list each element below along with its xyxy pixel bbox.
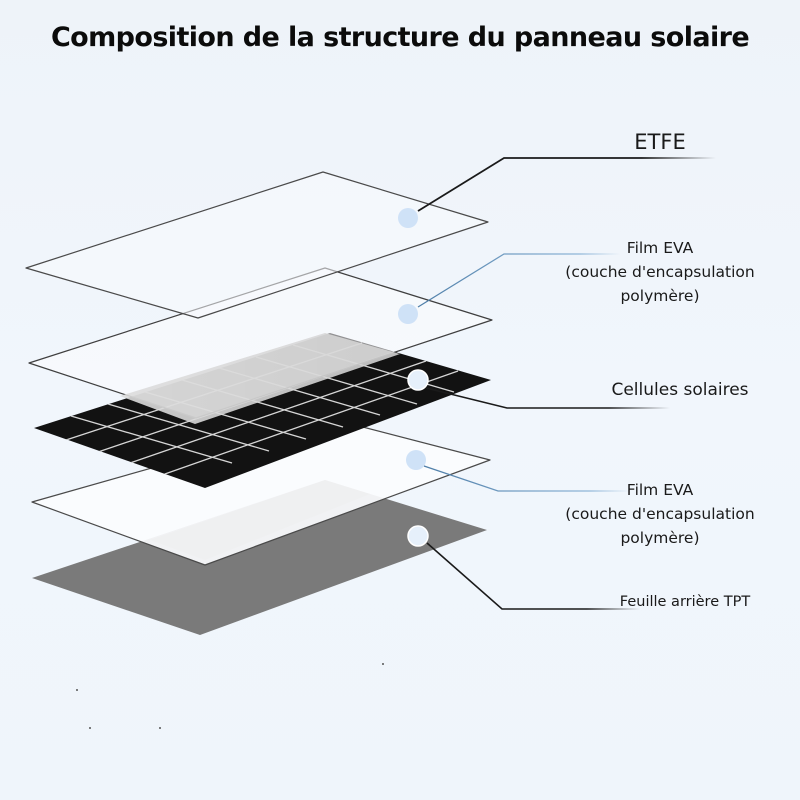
marker-dot-icon (407, 369, 429, 391)
layer-etfe (25, 171, 489, 319)
diagram-title: Composition de la structure du panneau s… (50, 22, 750, 53)
layer-tpt-backsheet (32, 480, 487, 635)
marker-dot-icon (398, 304, 418, 324)
label-tpt: Feuille arrière TPT (590, 594, 780, 610)
label-line: Film EVA (626, 481, 694, 499)
callout-tpt (407, 525, 640, 610)
label-eva-top: Film EVA (couche d'encapsulation polymèr… (540, 236, 780, 308)
label-cells: Cellules solaires (580, 380, 780, 400)
label-line: Feuille arrière TPT (619, 594, 751, 610)
label-line: Cellules solaires (611, 380, 749, 400)
callout-etfe (398, 157, 716, 228)
label-line: Film EVA (626, 239, 694, 257)
label-line: polymère) (620, 287, 700, 305)
label-line: ETFE (634, 130, 686, 154)
marker-dot-icon (407, 525, 429, 547)
callout-eva-bottom (406, 450, 630, 492)
label-line: (couche d'encapsulation (565, 263, 755, 281)
label-etfe: ETFE (600, 130, 720, 154)
marker-dot-icon (406, 450, 426, 470)
label-eva-bottom: Film EVA (couche d'encapsulation polymèr… (540, 478, 780, 550)
callout-eva-top (398, 253, 620, 324)
callout-cells (407, 369, 670, 409)
label-line: polymère) (620, 529, 700, 547)
marker-dot-icon (398, 208, 418, 228)
layer-solar-cells (34, 333, 491, 488)
stray-dots (76, 663, 384, 729)
label-line: (couche d'encapsulation (565, 505, 755, 523)
